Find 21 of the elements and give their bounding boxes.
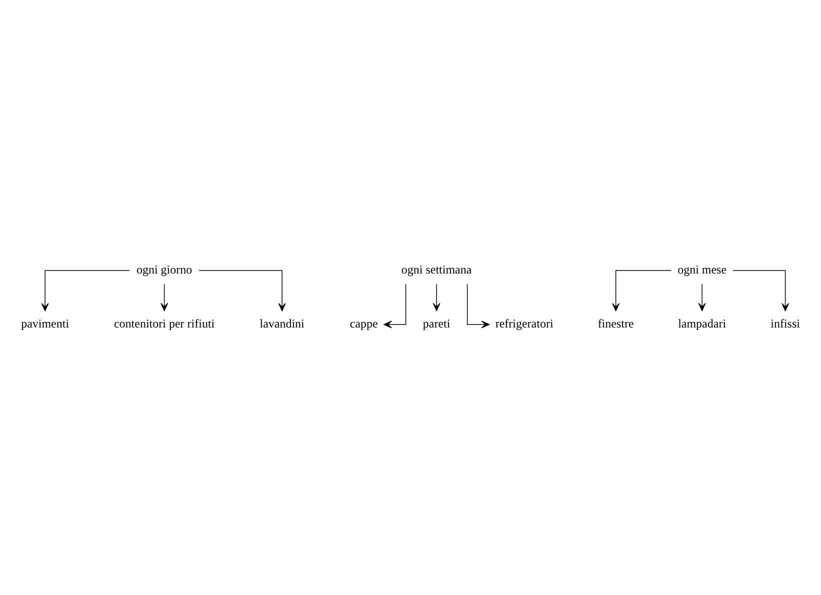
node-text: lampadari xyxy=(678,316,726,330)
node-text: lavandini xyxy=(260,316,304,330)
node-text: contenitori per rifiuti xyxy=(114,316,215,330)
arrow xyxy=(384,284,406,328)
node-text: finestre xyxy=(598,316,634,330)
node-text: ogni settimana xyxy=(401,262,472,276)
node-text: refrigeratori xyxy=(495,316,554,330)
node-text: pareti xyxy=(422,316,450,330)
arrow xyxy=(698,284,706,312)
arrow xyxy=(41,270,130,312)
node-text: pavimenti xyxy=(21,316,70,330)
node-text: infissi xyxy=(770,316,800,330)
node-text: cappe xyxy=(350,316,378,330)
arrow xyxy=(732,270,790,312)
arrow xyxy=(612,270,672,312)
arrow xyxy=(160,284,168,312)
node-text: ogni mese xyxy=(678,262,727,276)
arrow xyxy=(198,270,286,312)
node-text: ogni giorno xyxy=(136,262,192,276)
arrow xyxy=(466,284,490,328)
arrow xyxy=(432,284,440,312)
